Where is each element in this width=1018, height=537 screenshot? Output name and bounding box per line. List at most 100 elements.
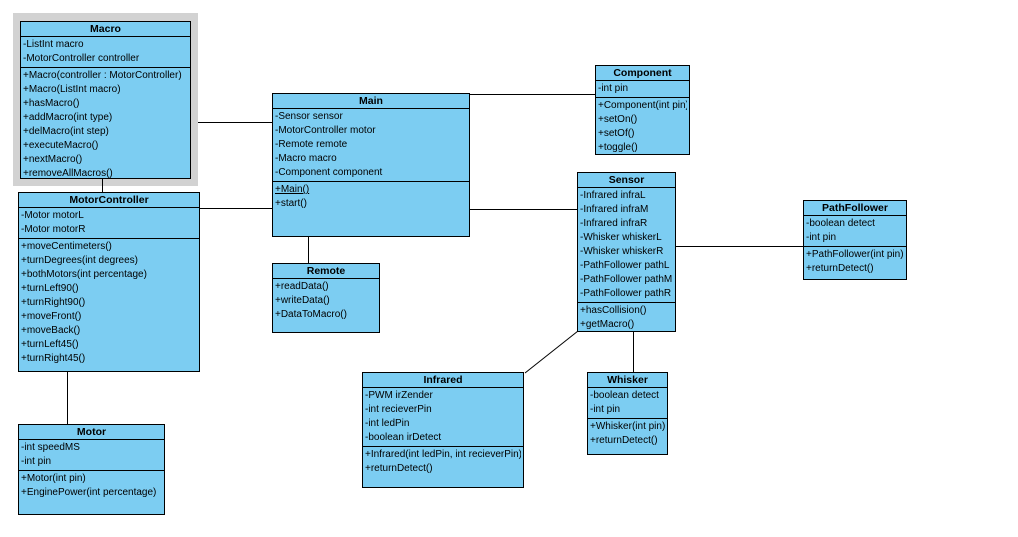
- class-box-whisker[interactable]: Whisker-boolean detect-int pin+Whisker(i…: [587, 372, 668, 455]
- class-attribute: -MotorController controller: [23, 53, 140, 64]
- class-method: +delMacro(int step): [23, 126, 109, 137]
- class-attribute: -Infrared infraR: [580, 218, 648, 229]
- class-method: +removeAllMacros(): [23, 168, 113, 178]
- class-title-pathfollower: PathFollower: [804, 201, 906, 216]
- class-methods-remote: +readData() +writeData() +DataToMacro(): [273, 279, 379, 332]
- class-methods-component: +Component(int pin) +setOn() +setOf() +togg…: [596, 98, 689, 154]
- class-attributes-motorcontroller: -Motor motorL -Motor motorR: [19, 208, 199, 239]
- class-method: +start(): [275, 198, 307, 209]
- class-attributes-sensor: -Infrared infraL -Infrared infraM -Infrare…: [578, 188, 675, 303]
- class-attribute: -boolean detect: [590, 390, 659, 401]
- class-attribute: -int recieverPin: [365, 404, 432, 415]
- class-method: +nextMacro(): [23, 154, 83, 165]
- class-box-motor[interactable]: Motor -int speedMS -int pin +Motor(int pin)…: [18, 424, 165, 515]
- class-attribute: -Infrared infraM: [580, 204, 649, 215]
- class-attribute: -ListInt macro: [23, 39, 84, 50]
- class-attribute: -Infrared infraL: [580, 190, 646, 201]
- class-attribute: -Motor motorR: [21, 224, 86, 235]
- class-attribute: -Motor motorL: [21, 210, 84, 221]
- class-attribute: -Whisker whiskerR: [580, 246, 664, 257]
- class-method: +toggle(): [598, 142, 638, 153]
- class-method: +turnLeft90(): [21, 283, 79, 294]
- class-box-sensor[interactable]: Sensor-Infrared infraL-Infrared infraM-I…: [577, 172, 676, 332]
- class-method: +Whisker(int pin): [590, 421, 665, 432]
- class-method: +Main(): [275, 184, 310, 195]
- class-attribute: -PathFollower pathR: [580, 288, 672, 299]
- class-method: +Component(int pin): [598, 100, 687, 111]
- class-box-main[interactable]: Main-Sensor sensor-MotorController motor…: [272, 93, 470, 237]
- class-box-motorcontroller[interactable]: MotorController-Motor motorL-Motor motor…: [18, 192, 200, 372]
- class-method: +moveBack(): [21, 325, 81, 336]
- class-method: +returnDetect(): [806, 263, 874, 274]
- class-methods-pathfollower: +PathFollower(int pin) +returnDetect(): [804, 247, 906, 279]
- class-method: +Motor(int pin): [21, 473, 86, 484]
- class-methods-whisker: +Whisker(int pin) +returnDetect(): [588, 419, 667, 454]
- class-method: +PathFollower(int pin): [806, 249, 904, 260]
- class-title-component: Component: [596, 66, 689, 81]
- class-methods-main: +Main() +start(): [273, 182, 469, 236]
- class-attributes-infrared: -PWM irZender -int recieverPin -int ledPin…: [363, 388, 523, 447]
- class-attributes-component: -int pin: [596, 81, 689, 98]
- class-method: +Macro(controller : MotorController): [23, 70, 182, 81]
- class-attribute: -PathFollower pathL: [580, 260, 670, 271]
- class-title-motor: Motor: [19, 425, 164, 440]
- class-method: +bothMotors(int percentage): [21, 269, 147, 280]
- class-attributes-macro: -ListInt macro -MotorController controlle…: [21, 37, 190, 68]
- class-method: +setOn(): [598, 114, 638, 125]
- class-method: +Infrared(int ledPin, int recieverPin): [365, 449, 521, 460]
- class-method: +moveCentimeters(): [21, 241, 112, 252]
- class-box-remote[interactable]: Remote +readData() +writeData() +DataToMacr…: [272, 263, 380, 333]
- class-method: +turnLeft45(): [21, 339, 79, 350]
- class-method: +returnDetect(): [590, 435, 658, 446]
- class-methods-infrared: +Infrared(int ledPin, int recieverPin)+r…: [363, 447, 523, 487]
- class-method: +hasMacro(): [23, 98, 80, 109]
- class-box-pathfollower[interactable]: PathFollower -boolean detect -int pin +Path…: [803, 200, 907, 280]
- class-method: +Macro(ListInt macro): [23, 84, 121, 95]
- class-method: +moveFront(): [21, 311, 82, 322]
- class-methods-motor: +Motor(int pin) +EnginePower(int percenta…: [19, 471, 164, 514]
- class-attribute: -int pin: [598, 83, 629, 94]
- class-attribute: -MotorController motor: [275, 125, 376, 136]
- class-attributes-motor: -int speedMS -int pin: [19, 440, 164, 471]
- class-title-whisker: Whisker: [588, 373, 667, 388]
- class-methods-macro: +Macro(controller : MotorController) +Mac…: [21, 68, 190, 178]
- class-method: +turnRight90(): [21, 297, 86, 308]
- class-attribute: -int ledPin: [365, 418, 410, 429]
- class-attribute: -Sensor sensor: [275, 111, 343, 122]
- class-title-sensor: Sensor: [578, 173, 675, 188]
- class-methods-sensor: +hasCollision()+getMacro(): [578, 303, 675, 331]
- class-method: +executeMacro(): [23, 140, 99, 151]
- class-attribute: -int speedMS: [21, 442, 80, 453]
- class-attribute: -boolean irDetect: [365, 432, 442, 443]
- class-attribute: -Component component: [275, 167, 383, 178]
- class-method: +DataToMacro(): [275, 309, 347, 320]
- class-box-infrared[interactable]: Infrared-PWM irZender-int recieverPin-in…: [362, 372, 524, 488]
- class-box-component[interactable]: Component -int pin +Component(int pin) +set…: [595, 65, 690, 155]
- class-method: +getMacro(): [580, 319, 635, 330]
- class-attribute: -PWM irZender: [365, 390, 433, 401]
- class-title-remote: Remote: [273, 264, 379, 279]
- class-attribute: -boolean detect: [806, 218, 875, 229]
- class-method: +setOf(): [598, 128, 635, 139]
- class-attribute: -PathFollower pathM: [580, 274, 673, 285]
- class-attribute: -Macro macro: [275, 153, 337, 164]
- class-attribute: -int pin: [806, 232, 837, 243]
- class-method: +turnDegrees(int degrees): [21, 255, 139, 266]
- class-method: +turnRight45(): [21, 353, 86, 364]
- class-attributes-main: -Sensor sensor -MotorController motor -Rem…: [273, 109, 469, 182]
- class-attributes-pathfollower: -boolean detect -int pin: [804, 216, 906, 247]
- class-attribute: -Remote remote: [275, 139, 348, 150]
- class-method: +EnginePower(int percentage): [21, 487, 157, 498]
- class-attributes-whisker: -boolean detect-int pin: [588, 388, 667, 419]
- class-method: +readData(): [275, 281, 329, 292]
- class-attribute: -Whisker whiskerL: [580, 232, 662, 243]
- class-method: +addMacro(int type): [23, 112, 113, 123]
- class-methods-motorcontroller: +moveCentimeters() +turnDegrees(int degre…: [19, 239, 199, 371]
- class-box-macro[interactable]: Macro -ListInt macro -MotorController cont…: [20, 21, 191, 179]
- class-method: +writeData(): [275, 295, 330, 306]
- class-attribute: -int pin: [21, 456, 52, 467]
- connector-sensor-infrared[interactable]: [524, 330, 579, 374]
- class-title-motorcontroller: MotorController: [19, 193, 199, 208]
- class-title-macro: Macro: [21, 22, 190, 37]
